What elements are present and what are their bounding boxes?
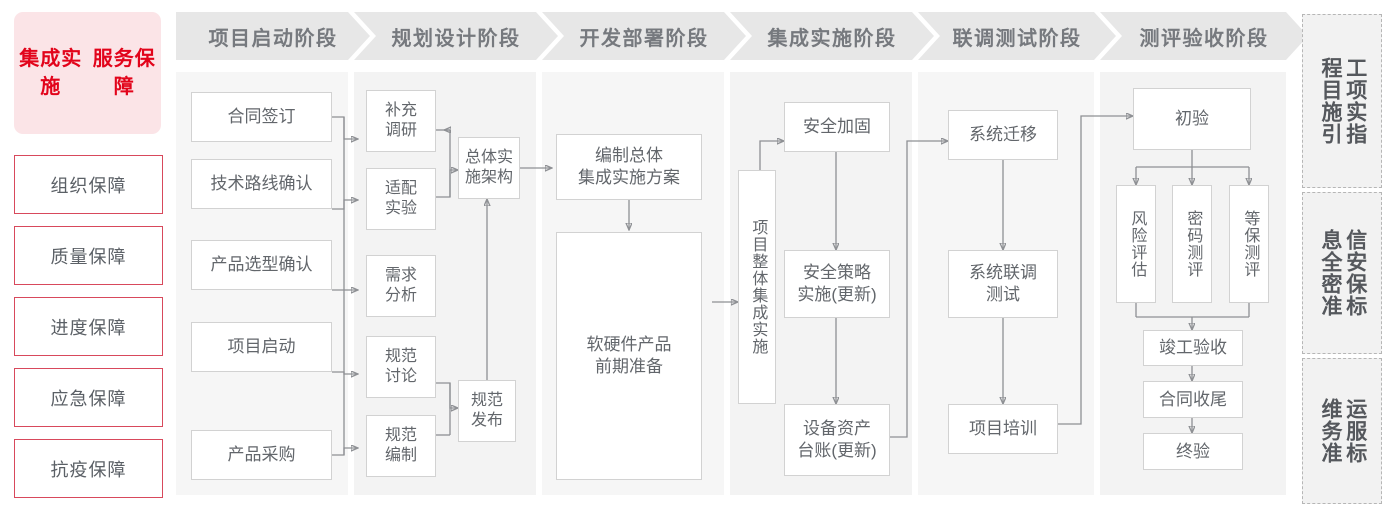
- node-label: 总体实施架构: [464, 148, 513, 186]
- node-label: 项目培训: [969, 419, 1037, 439]
- node-label: 规范编制: [384, 426, 417, 464]
- node-adaptation-experiment[interactable]: 适配实验: [366, 168, 436, 230]
- phase-header-label: 联调测试阶段: [952, 27, 1082, 50]
- standard-label: 运服标维务准: [1319, 398, 1367, 464]
- standard-panel-security-confidentiality[interactable]: 信安保标息全密准: [1302, 192, 1382, 354]
- node-final-acceptance[interactable]: 终验: [1143, 433, 1243, 470]
- node-label: 技术路线确认: [210, 174, 313, 194]
- phase-header-integ[interactable]: 集成实施阶段: [730, 12, 934, 60]
- phase-header-label: 测评验收阶段: [1139, 27, 1269, 50]
- node-label: 编制总体集成实施方案: [578, 146, 680, 187]
- node-spec-drafting[interactable]: 规范编制: [366, 415, 436, 477]
- node-tech-route-confirm[interactable]: 技术路线确认: [191, 159, 332, 209]
- guarantee-item-label: 应急保障: [50, 388, 127, 409]
- node-label: 安全策略实施(更新): [797, 263, 877, 304]
- node-asset-ledger-update[interactable]: 设备资产台账(更新): [784, 404, 890, 476]
- node-product-purchase[interactable]: 产品采购: [191, 430, 332, 480]
- node-risk-assessment[interactable]: 风险评估: [1116, 185, 1156, 303]
- node-product-selection[interactable]: 产品选型确认: [191, 240, 332, 290]
- node-supplementary-research[interactable]: 补充调研: [366, 90, 436, 152]
- node-project-kickoff[interactable]: 项目启动: [191, 322, 332, 372]
- node-label: 系统迁移: [969, 125, 1037, 145]
- node-label: 风险评估: [1128, 210, 1146, 278]
- node-preliminary-acceptance[interactable]: 初验: [1133, 88, 1251, 150]
- standard-panel-ops-service[interactable]: 运服标维务准: [1302, 358, 1382, 504]
- node-requirement-analysis[interactable]: 需求分析: [366, 255, 436, 317]
- phase-header-label: 项目启动阶段: [208, 27, 338, 50]
- node-label: 项目整体集成实施: [749, 219, 767, 355]
- node-cryptography-evaluation[interactable]: 密码测评: [1172, 185, 1212, 303]
- node-contract-signing[interactable]: 合同签订: [191, 92, 332, 142]
- node-security-policy-implementation[interactable]: 安全策略实施(更新): [784, 250, 890, 318]
- node-label: 补充调研: [384, 101, 417, 139]
- guarantee-item-emergency[interactable]: 应急保障: [14, 368, 163, 427]
- node-spec-discussion[interactable]: 规范讨论: [366, 336, 436, 398]
- guarantee-item-label: 质量保障: [50, 246, 127, 267]
- phase-header-label: 集成实施阶段: [767, 27, 897, 50]
- guarantee-title-line-2: 服务保障: [92, 47, 156, 98]
- node-label: 等保测评: [1241, 210, 1259, 278]
- node-label: 合同收尾: [1159, 389, 1227, 409]
- node-label: 需求分析: [384, 266, 417, 304]
- node-label: 适配实验: [384, 179, 417, 217]
- node-draft-overall-integration-plan[interactable]: 编制总体集成实施方案: [556, 134, 702, 200]
- standard-panel-engineering-guideline[interactable]: 工项实指程目施引: [1302, 14, 1382, 188]
- node-label: 规范讨论: [384, 347, 417, 385]
- guarantee-title-panel: 集成实施 服务保障: [14, 12, 161, 134]
- guarantee-title-line-1: 集成实施: [19, 47, 83, 98]
- node-system-migration[interactable]: 系统迁移: [948, 110, 1058, 160]
- phase-header-accept[interactable]: 测评验收阶段: [1100, 12, 1308, 60]
- node-label: 初验: [1175, 109, 1209, 129]
- phase-header-label: 规划设计阶段: [391, 27, 521, 50]
- node-label: 合同签订: [227, 107, 296, 127]
- node-label: 系统联调测试: [969, 263, 1037, 304]
- node-hardware-software-preparation[interactable]: 软硬件产品前期准备: [556, 232, 702, 480]
- node-mlps-evaluation[interactable]: 等保测评: [1229, 185, 1269, 303]
- phase-header-label: 开发部署阶段: [579, 27, 709, 50]
- node-contract-closeout[interactable]: 合同收尾: [1143, 381, 1243, 418]
- guarantee-item-schedule[interactable]: 进度保障: [14, 297, 163, 356]
- node-project-training[interactable]: 项目培训: [948, 404, 1058, 454]
- guarantee-item-label: 抗疫保障: [50, 459, 127, 480]
- node-overall-implementation-architecture[interactable]: 总体实施架构: [458, 137, 520, 199]
- node-project-overall-integration[interactable]: 项目整体集成实施: [738, 170, 776, 404]
- phase-header-plan[interactable]: 规划设计阶段: [354, 12, 558, 60]
- node-spec-release[interactable]: 规范发布: [458, 380, 516, 442]
- guarantee-item-organization[interactable]: 组织保障: [14, 155, 163, 214]
- node-label: 密码测评: [1184, 210, 1202, 278]
- node-label: 项目启动: [227, 337, 296, 357]
- node-label: 产品选型确认: [210, 255, 313, 275]
- node-label: 产品采购: [227, 445, 296, 465]
- standard-label: 工项实指程目施引: [1319, 57, 1367, 145]
- node-label: 设备资产台账(更新): [797, 419, 877, 460]
- node-label: 规范发布: [470, 391, 503, 429]
- phase-header-test[interactable]: 联调测试阶段: [918, 12, 1116, 60]
- node-completion-acceptance[interactable]: 竣工验收: [1143, 330, 1243, 366]
- node-label: 竣工验收: [1159, 338, 1227, 358]
- phase-header-dev[interactable]: 开发部署阶段: [542, 12, 746, 60]
- node-security-hardening[interactable]: 安全加固: [784, 102, 890, 152]
- node-system-joint-debug-test[interactable]: 系统联调测试: [948, 250, 1058, 318]
- node-label: 终验: [1176, 441, 1210, 461]
- guarantee-item-epidemic[interactable]: 抗疫保障: [14, 439, 163, 498]
- node-label: 安全加固: [803, 117, 871, 137]
- guarantee-item-label: 进度保障: [50, 317, 127, 338]
- standard-label: 信安保标息全密准: [1319, 229, 1367, 317]
- node-label: 软硬件产品前期准备: [586, 335, 672, 376]
- guarantee-item-label: 组织保障: [50, 175, 127, 196]
- guarantee-item-quality[interactable]: 质量保障: [14, 226, 163, 285]
- phase-header-start[interactable]: 项目启动阶段: [176, 12, 370, 60]
